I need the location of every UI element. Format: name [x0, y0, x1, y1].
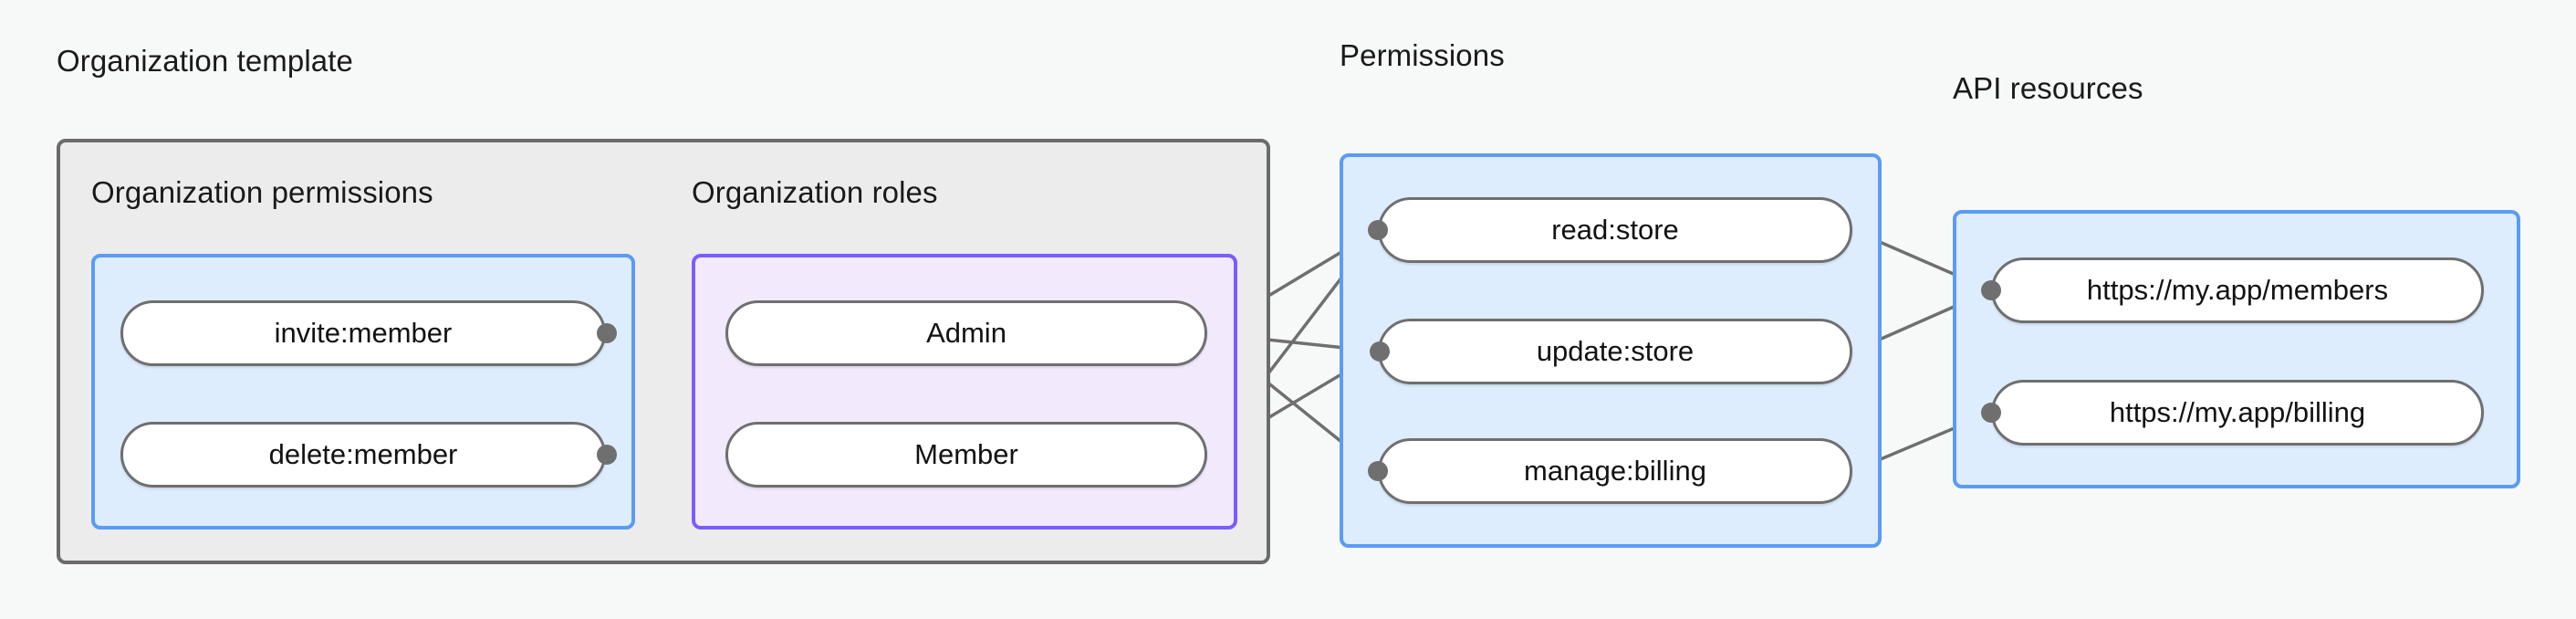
organization-permissions-container [91, 254, 635, 530]
organization-template-label: Organization template [57, 44, 353, 78]
node-manage-billing[interactable]: manage:billing [1378, 438, 1852, 504]
organization-permissions-label: Organization permissions [91, 175, 433, 209]
node-delete-member[interactable]: delete:member [120, 422, 606, 488]
organization-roles-label: Organization roles [692, 175, 938, 209]
node-read-store[interactable]: read:store [1378, 197, 1852, 263]
node-invite-member[interactable]: invite:member [120, 300, 606, 366]
api-resources-label: API resources [1953, 71, 2143, 105]
organization-roles-container [692, 254, 1237, 530]
node-update-store[interactable]: update:store [1378, 319, 1852, 384]
node-billing-url[interactable]: https://my.app/billing [1991, 380, 2484, 446]
node-members-url[interactable]: https://my.app/members [1991, 257, 2484, 323]
api-resources-container [1953, 210, 2520, 488]
node-admin[interactable]: Admin [725, 300, 1207, 366]
node-member[interactable]: Member [725, 422, 1207, 488]
permissions-label: Permissions [1340, 38, 1505, 72]
